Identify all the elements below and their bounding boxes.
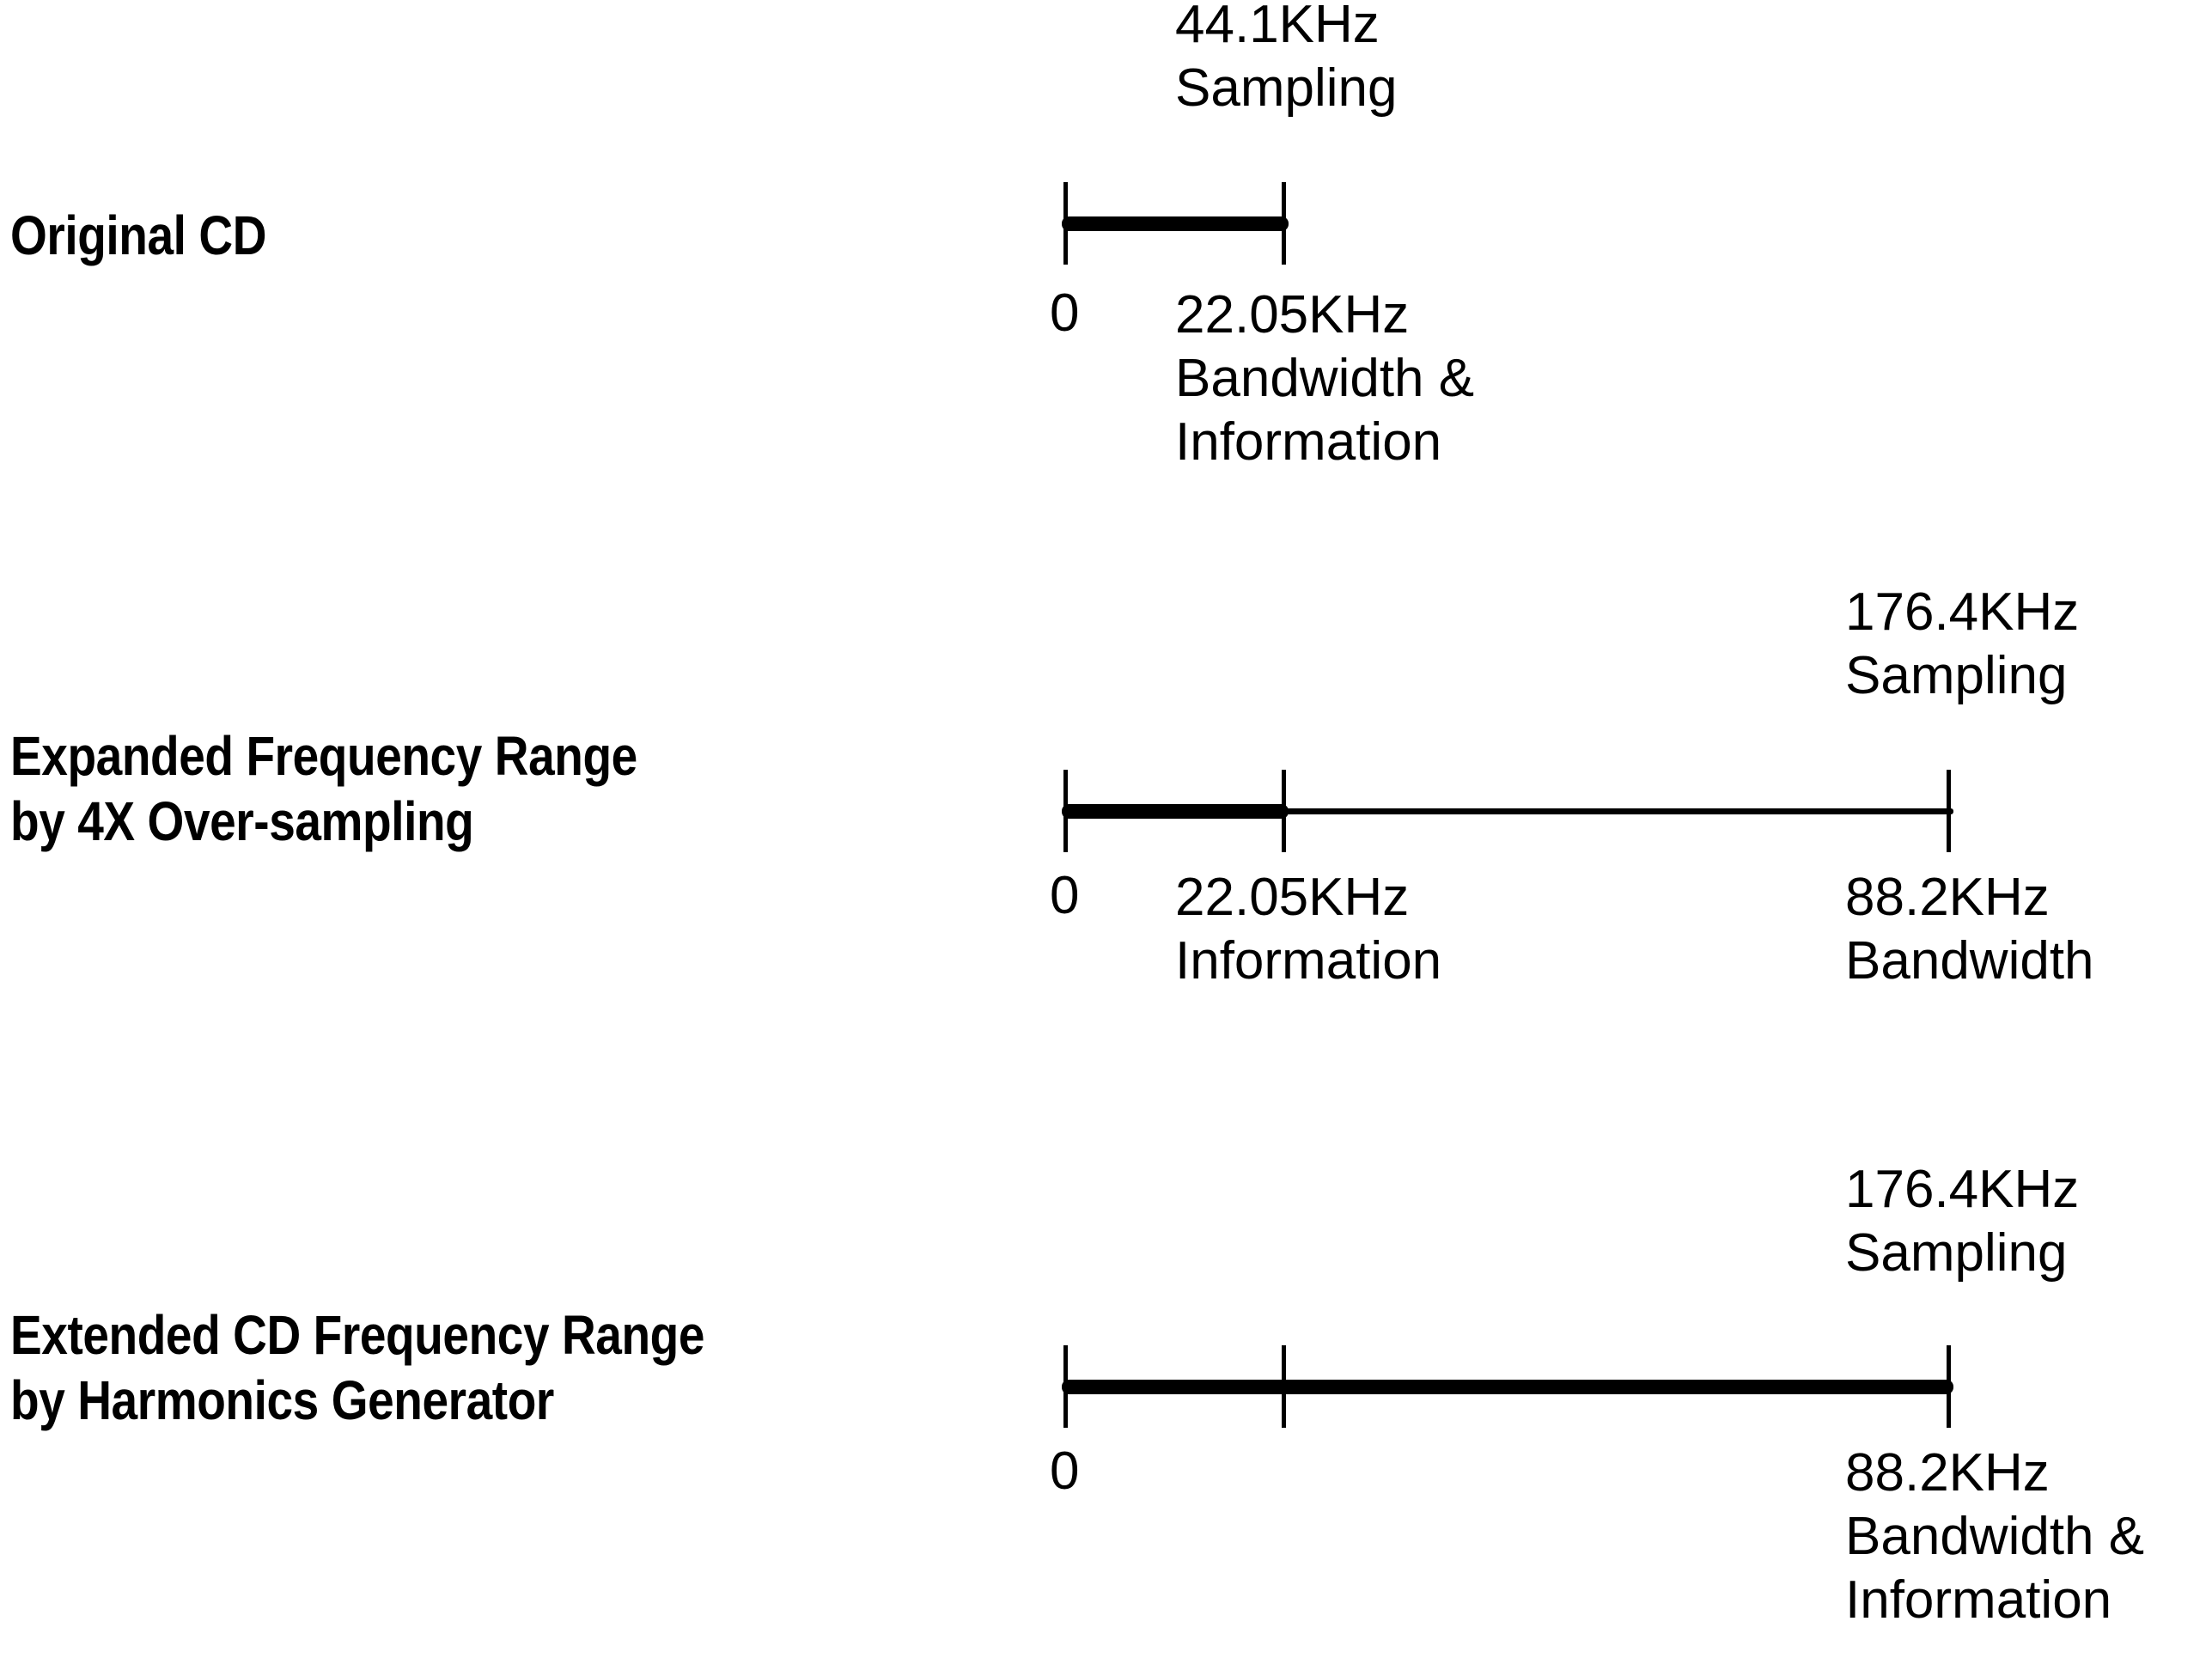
row2-zero-label: 0 <box>1050 866 1080 925</box>
row-heading-original-cd: Original CD <box>10 204 267 266</box>
row1-sampling-label: 44.1KHz Sampling <box>1175 0 1398 118</box>
row1-bandwidth-info-label: 22.05KHz Bandwidth & Information <box>1175 285 1475 472</box>
row1-zero-label: 0 <box>1050 283 1080 343</box>
row-heading-expanded-frequency-range: Expanded Frequency Range by 4X Over-samp… <box>10 725 637 852</box>
row2-bandwidth-label: 88.2KHz Bandwidth <box>1845 868 2094 991</box>
row3-bandwidth-info-bar <box>1062 1380 1953 1394</box>
row3-bandwidth-info-label: 88.2KHz Bandwidth & Information <box>1845 1443 2145 1630</box>
row2-information-label: 22.05KHz Information <box>1175 868 1442 991</box>
row3-sampling-label: 176.4KHz Sampling <box>1845 1160 2080 1283</box>
row2-information-bar <box>1062 804 1289 819</box>
row-heading-extended-cd-frequency-range: Extended CD Frequency Range by Harmonics… <box>10 1304 705 1431</box>
row2-sampling-label: 176.4KHz Sampling <box>1845 582 2080 705</box>
row3-zero-label: 0 <box>1050 1442 1080 1501</box>
row2-bandwidth-line <box>1282 808 1953 814</box>
row1-bandwidth-bar <box>1062 216 1289 231</box>
